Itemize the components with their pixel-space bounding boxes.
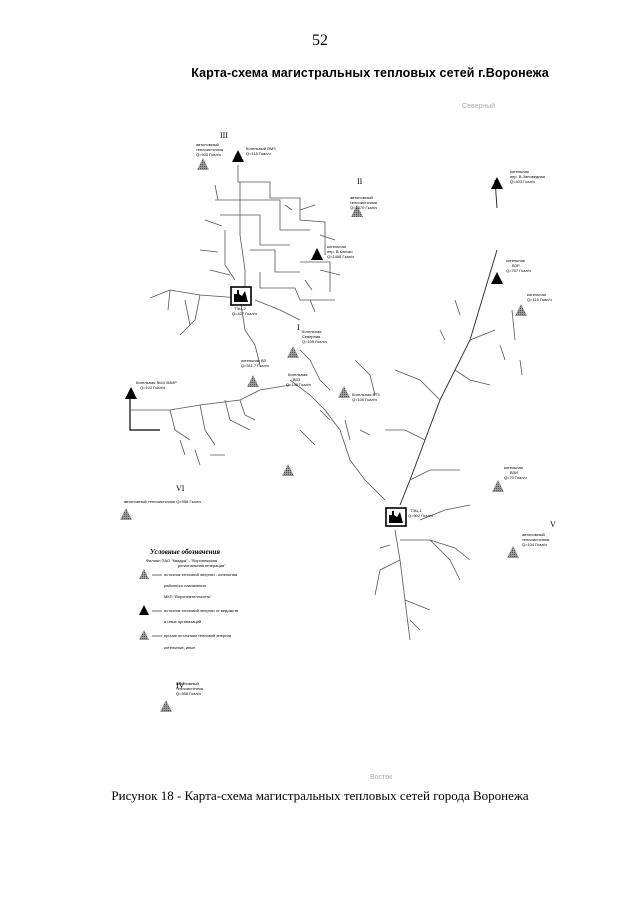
district-label-vi: VI	[176, 484, 185, 493]
figure-caption: Рисунок 18 - Карта-схема магистральных т…	[111, 788, 529, 803]
district-label-iv: IV	[176, 681, 185, 690]
page-number: 52	[312, 32, 328, 49]
tec-2-station-icon	[230, 286, 252, 306]
black-triangle-icon-s4	[311, 248, 323, 260]
grey-triangle-icon-s3	[351, 205, 363, 217]
district-label-iii: III	[220, 131, 228, 140]
grey-triangle-icon-s15	[120, 508, 132, 520]
heat-network-lines	[129, 165, 523, 641]
grey-triangle-icon-s1	[197, 158, 209, 170]
map-legend: Условные обозначения Филиал ПАО "Квадра"…	[139, 548, 238, 650]
grey-triangle-icon-plain	[282, 464, 294, 476]
north-compass-label: Северный	[462, 102, 495, 110]
map-title: Карта-схема магистральных тепловых сетей…	[191, 66, 549, 80]
legend-grey-triangle-icon-2	[139, 630, 149, 640]
legend-item-2-text: МКП "Воронежтеплосеть"	[164, 594, 212, 599]
grey-triangle-icon-s18	[160, 700, 172, 712]
tec-1-station-icon	[385, 507, 407, 527]
district-label-v: V	[550, 520, 556, 529]
grey-triangle-icon-s6	[287, 346, 299, 358]
legend-black-triangle-icon	[139, 605, 149, 615]
grey-triangle-icon-s13	[515, 304, 527, 316]
black-triangle-icon-s10	[125, 387, 137, 399]
black-triangle-icon-s11	[491, 177, 503, 189]
black-triangle-icon-s12	[491, 272, 503, 284]
legend-title: Условные обозначения	[150, 548, 220, 556]
grey-triangle-icon-s14	[492, 480, 504, 492]
legend-grey-triangle-icon-1	[139, 569, 149, 579]
source-s15-label: автономный теплоисточник Q=958 Гкал/ч	[124, 499, 201, 504]
south-compass-label: Восток	[370, 774, 393, 781]
black-triangle-icon-s2	[232, 150, 244, 162]
grey-triangle-icon-s17	[507, 546, 519, 558]
district-label-i: I	[297, 323, 300, 332]
district-label-ii: II	[357, 177, 363, 186]
grey-triangle-icon-s7	[247, 375, 259, 387]
grey-triangle-icon-s9	[338, 386, 350, 398]
